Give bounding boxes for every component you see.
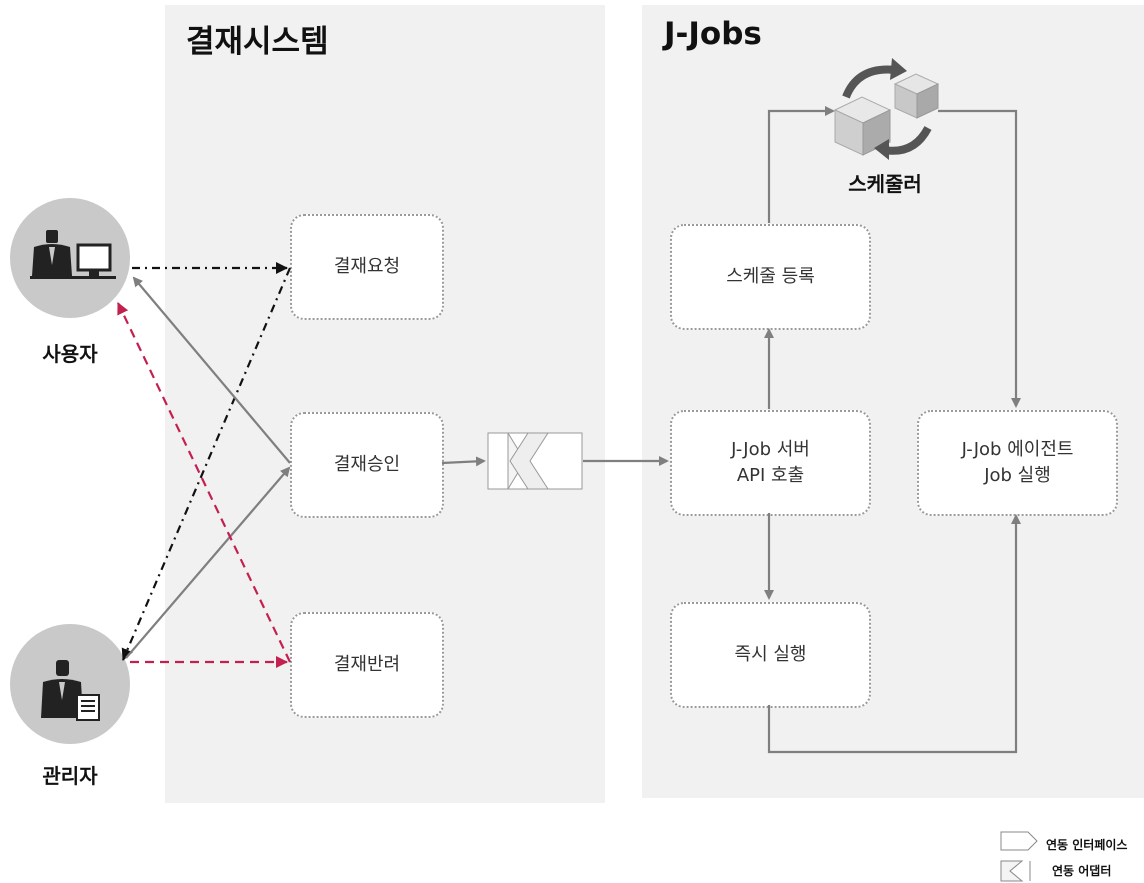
scheduler-to-agent-arrow — [938, 109, 1021, 408]
schedule-to-scheduler-arrow — [767, 106, 835, 223]
approve-to-user-arrow — [132, 276, 291, 464]
immediate-to-agent-arrow — [767, 514, 1021, 754]
legend-interface-icon — [1000, 831, 1038, 851]
legend-adapter-label: 연동 어댑터 — [1052, 864, 1112, 878]
jjob-server-api-box[interactable]: J-Job 서버 API 호출 — [670, 410, 871, 516]
j-jobs-title: J-Jobs — [664, 16, 762, 52]
adapter-icon — [487, 432, 583, 490]
scheduler-label: 스케줄러 — [848, 172, 922, 196]
scheduler-icon — [833, 58, 940, 160]
schedule-register-box[interactable]: 스케줄 등록 — [670, 224, 871, 330]
request-to-admin-arrow — [121, 267, 292, 661]
user-icon — [30, 230, 116, 279]
approval-approve-box[interactable]: 결재승인 — [290, 412, 444, 518]
legend-interface-label: 연동 인터페이스 — [1046, 838, 1128, 852]
admin-to-approve-arrow — [125, 466, 291, 659]
approve-to-adapter-arrow — [441, 456, 486, 467]
admin-icon — [41, 660, 100, 721]
approval-request-box[interactable]: 결재요청 — [290, 214, 444, 320]
approval-reject-box[interactable]: 결재반려 — [290, 612, 444, 718]
approval-system-title: 결재시스템 — [186, 24, 329, 60]
admin-label: 관리자 — [42, 764, 98, 788]
user-label: 사용자 — [42, 342, 98, 366]
legend-adapter-icon — [1000, 860, 1031, 882]
immediate-run-box[interactable]: 즉시 실행 — [670, 602, 871, 708]
reject-to-user-arrow — [117, 302, 291, 663]
